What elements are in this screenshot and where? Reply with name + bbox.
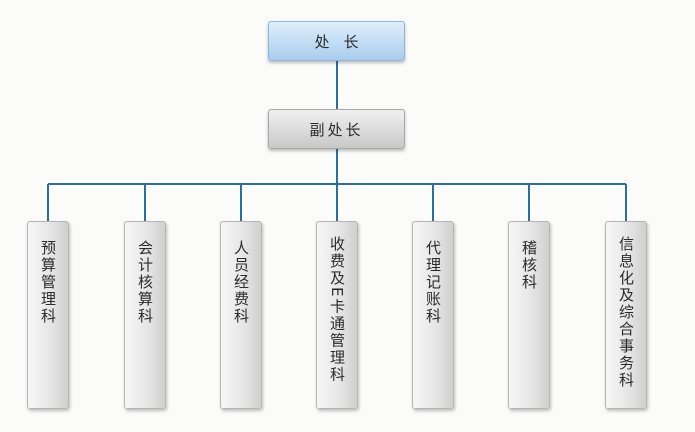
dept-box-accounting: 会计核算科 — [124, 221, 166, 409]
dept-box-fees-ecard: 收费及E卡通管理科 — [316, 221, 358, 409]
dept-label: 信息化及综合事务科 — [617, 236, 635, 389]
dept-box-bookkeeping: 代理记账科 — [412, 221, 454, 409]
head-label: 处长 — [314, 32, 373, 51]
dept-label: 稽核科 — [520, 240, 538, 291]
dept-label: 代理记账科 — [424, 240, 442, 325]
deputy-label: 副处长 — [309, 120, 364, 139]
dept-box-it-general: 信息化及综合事务科 — [605, 221, 647, 409]
head-box: 处长 — [268, 21, 405, 61]
dept-label: 收费及E卡通管理科 — [328, 236, 346, 384]
dept-box-audit: 稽核科 — [508, 221, 550, 409]
deputy-box: 副处长 — [268, 109, 405, 149]
dept-label: 会计核算科 — [136, 240, 154, 325]
dept-label: 预算管理科 — [39, 240, 57, 325]
dept-box-personnel-funds: 人员经费科 — [220, 221, 262, 409]
dept-label: 人员经费科 — [232, 240, 250, 325]
dept-box-budget: 预算管理科 — [27, 221, 69, 409]
